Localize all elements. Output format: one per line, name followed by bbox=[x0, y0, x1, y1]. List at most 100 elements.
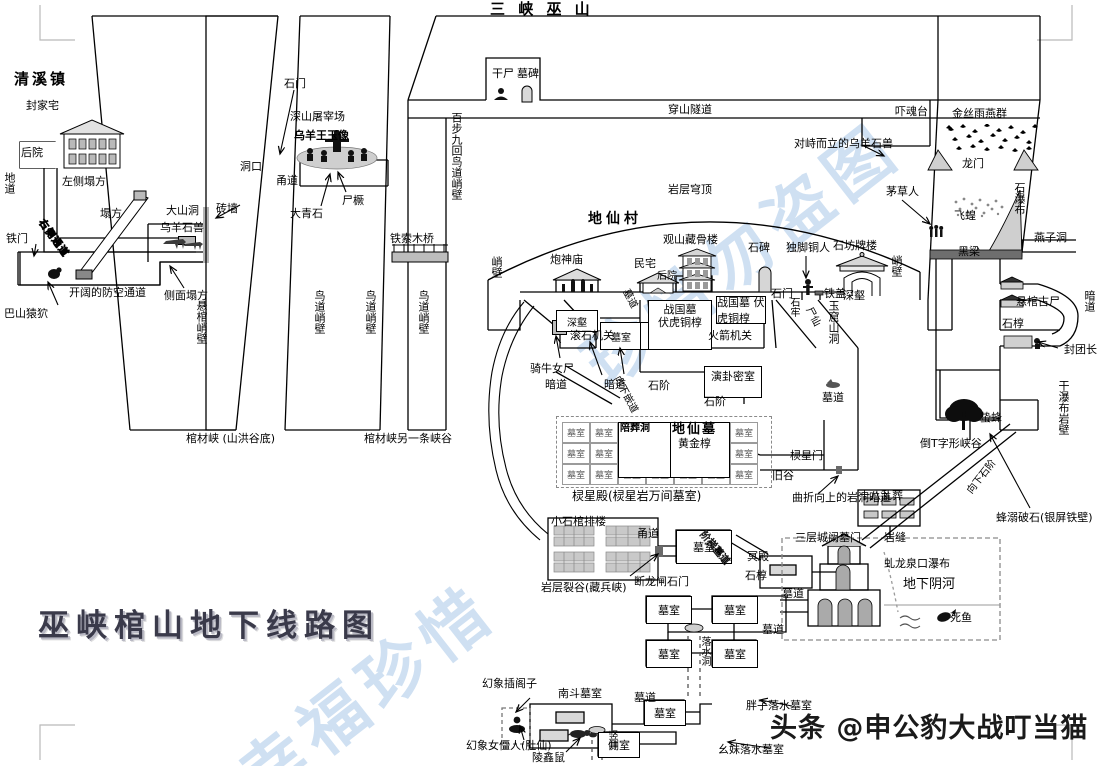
stone-door-label: 石门 bbox=[284, 77, 306, 90]
hanging-coffin-ancient-corpse-label: 悬棺古尸 bbox=[1016, 295, 1060, 308]
backyard-box bbox=[20, 142, 56, 168]
page-title: 巫峡棺山地下线路图 bbox=[38, 608, 380, 644]
cliff-right-label: 峭壁 bbox=[890, 255, 903, 277]
stone-archway-label: 石坊牌楼 bbox=[833, 239, 877, 252]
soul-scaring-platform-label: 吓魂台 bbox=[895, 105, 928, 118]
iron-cover-label: 铁盖 bbox=[824, 287, 846, 300]
warring-states-tomb-box: 战国墓伏虎铜椁 bbox=[648, 300, 712, 350]
feng-house-icon bbox=[59, 119, 125, 169]
deep-pit-label: 深壑 bbox=[843, 289, 865, 302]
tomb-path-1-label: 滚石机关 bbox=[570, 329, 614, 342]
underworld-hall-label: 冥殿 bbox=[747, 550, 769, 563]
facing-black-goat-stone-beasts-label: 对峙而立的乌羊石兽 bbox=[794, 137, 893, 150]
stone-stele-icon bbox=[758, 266, 772, 293]
tomb-chamber-h-box: 墓室 bbox=[644, 700, 686, 726]
tomb-chamber-a-box: 深壑 bbox=[556, 310, 598, 332]
residence-icon bbox=[636, 272, 680, 294]
warring-states-tomb-label: 战国墓伏虎铜椁 bbox=[658, 303, 702, 330]
tomb-chamber-d-box: 墓室 bbox=[646, 596, 692, 624]
small-stone-coffin-grid-icon bbox=[553, 525, 651, 573]
illusion-female-dummy-label: 幻象女僵人(肚仙) bbox=[466, 739, 552, 752]
eighteen-chaotic-burials-label: 十八乱葬 bbox=[859, 489, 903, 502]
one-legged-bronze-man-label: 独脚铜人 bbox=[786, 241, 830, 254]
backyard-label: 后院 bbox=[21, 146, 43, 159]
bone-tower-icon bbox=[677, 248, 717, 292]
corpse-immortal-icon bbox=[826, 379, 840, 388]
hidden-passage-1-label: 石牢 bbox=[788, 297, 799, 317]
cave-mouth-label: 洞口 bbox=[240, 160, 262, 173]
stone-coffin-1-label: 石椁 bbox=[745, 569, 767, 582]
dragon-cutting-gate-icon bbox=[655, 546, 663, 557]
left-collapse-slab-icon bbox=[75, 190, 149, 280]
cannon-god-temple-icon bbox=[552, 268, 602, 292]
brick-wall-label: 砖墙 bbox=[216, 202, 238, 215]
stone-prison-label: 演卦密室 bbox=[711, 370, 755, 383]
tomb-path-7-label: 墓道 bbox=[634, 691, 656, 704]
south-dipper-tomb-label: 南斗墓室 bbox=[558, 687, 602, 700]
lingxing-cell: 墓室 bbox=[562, 443, 590, 464]
dry-corpse-label: 干尸 bbox=[492, 67, 514, 80]
stone-prison-box: 演卦密室 bbox=[704, 366, 762, 398]
black-goat-stone-beast-label: 乌羊石兽 bbox=[160, 221, 204, 234]
black-goat-stone-beast-icon bbox=[163, 239, 203, 250]
main-tomb-label: 地仙墓 bbox=[672, 422, 718, 437]
vertical-shaft-label: 竖井 bbox=[606, 730, 617, 750]
flying-locust-icon bbox=[954, 197, 1004, 218]
swallow-cave-label: 燕子洞 bbox=[1034, 231, 1067, 244]
rocket-trap-label: 暗道 bbox=[545, 378, 567, 391]
three-story-gate-tower-label: 三层城阙墓门 bbox=[795, 531, 861, 544]
jade-cave-marker-icon bbox=[836, 466, 842, 474]
straw-man-icon bbox=[929, 225, 944, 237]
tunnel-label: 地道 bbox=[3, 172, 16, 194]
downward-inlaid-path-label: 玉窟山洞 bbox=[827, 300, 840, 344]
hanging-coffin-ancient-corpse-icon bbox=[1000, 276, 1024, 308]
corpse-immortal-label: 墓道 bbox=[822, 391, 844, 404]
dragon-spring-waterfall-label: 虬龙泉口瀑布 bbox=[884, 557, 950, 570]
sister-falls-tomb-label: 幺妹落水墓室 bbox=[718, 743, 784, 756]
coffin-gorge-2-label: 棺材峡另一条峡谷 bbox=[364, 432, 452, 445]
top-title: 三 峡 巫 山 bbox=[490, 0, 594, 18]
fatty-falls-tomb-label: 胖子落水墓室 bbox=[746, 699, 812, 712]
underground-dark-river-label: 地下阴河 bbox=[903, 577, 956, 592]
bird-path-cliff-1-label: 鸟道峭壁 bbox=[313, 290, 326, 334]
iron-gate-label: 铁门 bbox=[6, 232, 28, 245]
lingxing-hall-caption: 棂星殿(棂星岩万间墓室) bbox=[572, 489, 702, 503]
lingxing-cell: 墓室 bbox=[562, 422, 590, 443]
black-beam-label: 黑梁 bbox=[958, 245, 980, 258]
stone-stele-label: 石碑 bbox=[748, 241, 770, 254]
lingxing-hall-container bbox=[556, 416, 772, 488]
rock-crevice-label: 岩缝 bbox=[884, 531, 906, 544]
big-mountain-cave-label: 大山洞 bbox=[166, 204, 199, 217]
bird-path-cliff-2-label: 鸟道峭壁 bbox=[364, 290, 377, 334]
town-label: 清溪镇 bbox=[14, 70, 69, 88]
side-chamber-box: 侧室 bbox=[598, 732, 640, 758]
stone-coffin-2-label: 石椁 bbox=[1002, 317, 1024, 330]
deep-mountain-slaughterhouse-label: 深山屠宰场 bbox=[290, 110, 345, 123]
ox-riding-female-corpse-label: 暗道 bbox=[604, 378, 626, 391]
stone-door-2-label: 石门 bbox=[771, 287, 793, 300]
big-green-stone-label: 大青石 bbox=[290, 207, 323, 220]
side-collapse-label: 侧面塌方 bbox=[164, 289, 208, 302]
lingxing-gate-label: 曲折向上的岩洞暗道 bbox=[792, 491, 891, 504]
illusion-pavilion-label: 幻象插阁子 bbox=[482, 677, 537, 690]
flying-locust-label: 飞蝗 bbox=[954, 209, 976, 222]
lingxing-cell: 墓室 bbox=[590, 443, 618, 464]
tomb-path-5-label: 墓道 bbox=[762, 623, 784, 636]
iron-cover-icon bbox=[814, 290, 824, 296]
hanging-coffin-cliff-label: 悬棺峭壁 bbox=[195, 300, 208, 344]
leader-feng-label: 封团长 bbox=[1064, 343, 1097, 356]
cannon-god-temple-label: 炮神庙 bbox=[550, 253, 583, 266]
lingxing-cell: 墓室 bbox=[562, 464, 590, 485]
coffin-gorge-1-label: 棺材峡 (山洪谷底) bbox=[186, 432, 276, 445]
bone-tower-label: 观山藏骨楼 bbox=[663, 233, 718, 246]
dead-fish-icon bbox=[937, 609, 956, 622]
black-goat-king-jade-statue-icon bbox=[296, 130, 378, 170]
black-goat-king-jade-statue-label: 乌羊王玉像 bbox=[294, 129, 349, 142]
rock-strata-dome-label: 岩层穹顶 bbox=[668, 183, 712, 196]
feng-house-label: 封家宅 bbox=[26, 99, 59, 112]
water-fall-cave-label: 落水洞 bbox=[699, 636, 710, 666]
dry-corpse-icon bbox=[494, 85, 533, 103]
burial-cave-box bbox=[618, 422, 672, 478]
